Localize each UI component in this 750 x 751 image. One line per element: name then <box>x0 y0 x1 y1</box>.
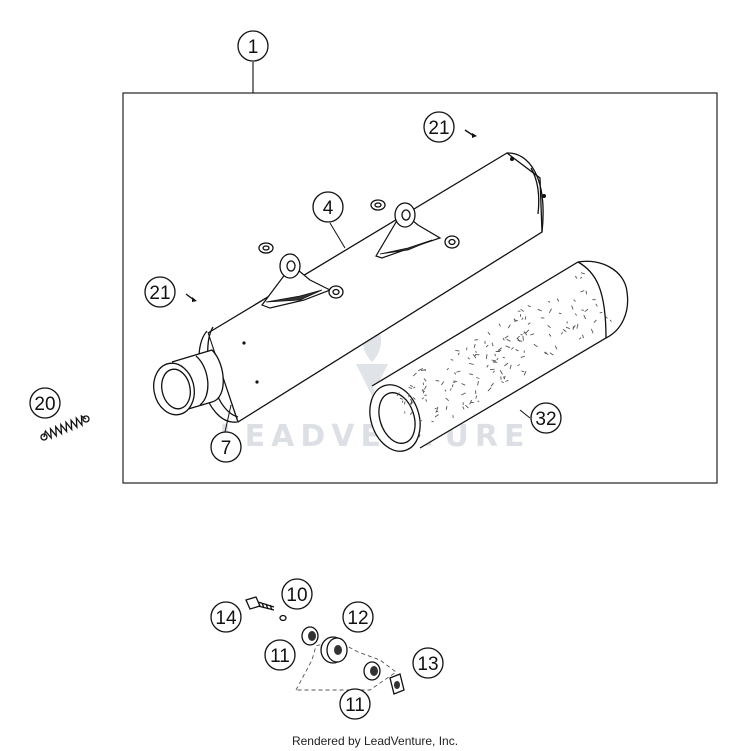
callout-1: 1 <box>237 30 269 62</box>
callout-13: 13 <box>412 647 444 679</box>
callout-4-label: 4 <box>323 198 334 219</box>
callout-10-label: 10 <box>286 585 307 606</box>
callout-21-top-label: 21 <box>428 118 449 139</box>
callout-1-label: 1 <box>248 37 259 58</box>
mounting-bracket-right <box>370 199 460 259</box>
callout-11-upper-label: 11 <box>270 646 290 667</box>
callout-12: 12 <box>342 601 374 633</box>
callout-4: 4 <box>312 191 344 223</box>
silencer-packing <box>369 260 629 452</box>
rubber-grommet <box>320 636 348 664</box>
bushing-upper <box>301 626 319 646</box>
callout-32: 32 <box>530 402 562 434</box>
clip-nut <box>389 673 405 695</box>
rivet-top <box>464 129 477 138</box>
rivet-left <box>185 293 197 302</box>
callout-7-label: 7 <box>221 438 232 459</box>
callout-14-label: 14 <box>215 608 237 629</box>
callout-11-upper: 11 <box>264 639 296 671</box>
leader-4 <box>329 222 346 249</box>
callout-7: 7 <box>210 431 242 463</box>
callout-21-left: 21 <box>144 276 176 308</box>
mounting-bracket-left <box>258 242 344 309</box>
mounting-hardware-group <box>245 596 405 695</box>
leader-7 <box>224 404 232 433</box>
callout-32-label: 32 <box>535 409 556 430</box>
callout-10: 10 <box>281 578 313 610</box>
assembly-frame <box>122 92 718 484</box>
leader-32 <box>519 409 531 419</box>
callout-11-lower-label: 11 <box>345 695 365 716</box>
callout-21-left-label: 21 <box>149 283 170 304</box>
callout-20: 20 <box>29 387 61 419</box>
callout-13-label: 13 <box>417 654 438 675</box>
footer-credit: Rendered by LeadVenture, Inc. <box>292 734 458 748</box>
callout-12-label: 12 <box>347 608 368 629</box>
washer <box>279 614 287 622</box>
callout-20-label: 20 <box>34 394 55 415</box>
callout-11-lower: 11 <box>339 688 371 720</box>
bushing-lower <box>363 661 381 681</box>
outlet-pipe <box>153 349 224 416</box>
callout-21-top: 21 <box>423 111 455 143</box>
callout-14: 14 <box>210 601 242 633</box>
bolt <box>245 596 275 611</box>
exhaust-spring <box>40 414 90 441</box>
